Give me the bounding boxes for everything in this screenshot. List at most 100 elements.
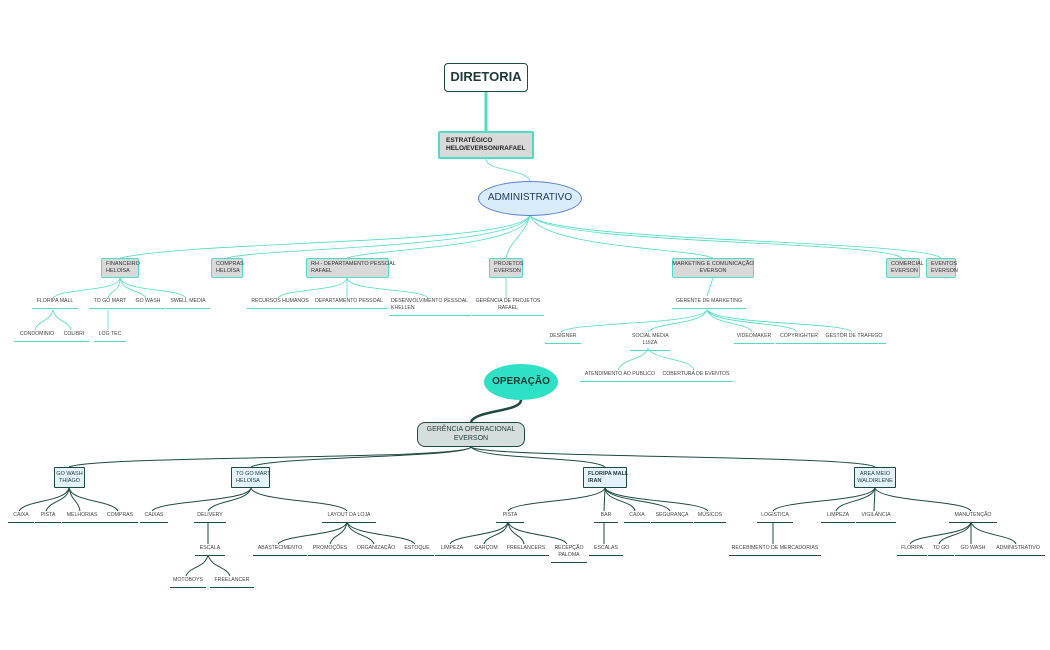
comercial-title: COMERCIAL <box>891 261 924 268</box>
area-logistica[interactable]: LOGÍSTICA <box>757 512 793 523</box>
floripa-freelancers[interactable]: FREELANCERS <box>503 545 549 556</box>
gowash-compras[interactable]: COMPRAS <box>102 512 138 523</box>
eventos-owner: EVERSON <box>931 268 958 274</box>
rh-node[interactable]: RH - DEPARTAMENTO PESSOAL RAFAEL <box>306 258 396 278</box>
area-togo[interactable]: TO GO <box>928 545 954 556</box>
floripa-musicos[interactable]: MÚSICOS <box>694 512 726 523</box>
marketing-owner: EVERSON <box>699 268 727 274</box>
gowash-melhorias[interactable]: MELHORIAS <box>62 512 102 523</box>
mkt-designer[interactable]: DESIGNER <box>545 333 581 344</box>
projetos-owner: EVERSON <box>494 268 521 274</box>
rh-departamento-pessoal[interactable]: DEPARTAMENTO PESSOAL <box>311 298 387 309</box>
floripa-caixa[interactable]: CAIXA <box>624 512 650 523</box>
floripa-pista[interactable]: PISTA <box>496 512 524 523</box>
fin-colibri[interactable]: COLIBRI <box>59 331 89 342</box>
fin-condominio[interactable]: CONDOMINIO <box>14 331 60 342</box>
rh-desenvolvimento-pessoal[interactable]: DESENVOLVIMENTO PESSOAL KHELLEN <box>389 298 471 316</box>
op-togo-node[interactable]: TO GO MART HELOÍSA <box>231 467 271 488</box>
fin-to-go-mart[interactable]: TO GO MART <box>89 298 131 309</box>
op-gowash-title: GO WASH <box>56 470 83 477</box>
op-gowash-owner: THIAGO <box>58 477 81 484</box>
eventos-title: EVENTOS <box>931 261 958 268</box>
fin-go-wash[interactable]: GO WASH <box>131 298 165 309</box>
area-recebimento[interactable]: RECEBIMENTO DE MERCADORIAS <box>729 545 821 556</box>
op-floripa-title: FLORIPA MALL <box>588 470 629 477</box>
mkt-social-media[interactable]: SOCIAL MEDIA LUIZA <box>630 333 670 351</box>
togo-layout[interactable]: LAYOUT DA LOJA <box>322 512 376 523</box>
op-togo-title: TO GO MART <box>236 470 271 477</box>
rh-title: RH - DEPARTAMENTO PESSOAL <box>311 261 396 268</box>
mkt-atendimento[interactable]: ATENDIMENTO AO PUBLICO <box>580 371 660 382</box>
op-floripa-node[interactable]: FLORIPA MALL IRAN <box>583 467 629 488</box>
area-limpeza[interactable]: LIMPEZA <box>821 512 855 523</box>
rh-recursos-humanos[interactable]: RECURSOS HUMANOS <box>247 298 313 309</box>
rh-desenvolvimento-owner: KHELLEN <box>391 304 415 311</box>
mkt-social-title: SOCIAL MEDIA <box>632 333 669 339</box>
gerencia-title: GERÊNCIA OPERACIONAL <box>426 425 516 433</box>
op-area-meio-node[interactable]: AREA MEIO WALDIRLENE <box>854 467 896 488</box>
mkt-videomaker[interactable]: VIDEOMAKER <box>734 333 774 344</box>
togo-organizacao[interactable]: ORGANIZAÇÃO <box>352 545 400 556</box>
togo-motoboys[interactable]: MOTOBOYS <box>170 577 206 588</box>
op-togo-owner: HELOÍSA <box>236 477 260 484</box>
fin-log-tec[interactable]: LOG TEC <box>94 331 126 342</box>
togo-delivery[interactable]: DELIVERY <box>194 512 226 523</box>
gowash-pista[interactable]: PISTA <box>35 512 61 523</box>
gerencia-operacional-node[interactable]: GERÊNCIA OPERACIONAL EVERSON <box>417 422 525 447</box>
gowash-caixa[interactable]: CAIXA <box>8 512 34 523</box>
mkt-cobertura[interactable]: COBERTURA DE EVENTOS <box>659 371 733 382</box>
marketing-node[interactable]: MARKETING E COMUNICAÇÃO EVERSON <box>672 258 754 278</box>
floripa-garcom[interactable]: GARÇOM <box>469 545 503 556</box>
comercial-owner: EVERSON <box>891 268 918 274</box>
fin-swell-media[interactable]: SWELL MEDIA <box>166 298 210 309</box>
diretoria-node[interactable]: DIRETORIA <box>444 63 528 92</box>
floripa-bar[interactable]: BAR <box>594 512 618 523</box>
floripa-limpeza[interactable]: LIMPEZA <box>435 545 469 556</box>
togo-caixas[interactable]: CAIXAS <box>140 512 168 523</box>
fin-floripa-mall[interactable]: FLORIPA MALL <box>32 298 78 309</box>
diretoria-label: DIRETORIA <box>450 69 522 85</box>
area-administrativo[interactable]: ADMINISTRATIVO <box>991 545 1045 556</box>
op-gowash-node[interactable]: GO WASH THIAGO <box>54 467 85 488</box>
floripa-recepcao[interactable]: RECEPÇÃO PALOMA <box>551 545 587 563</box>
area-gowash[interactable]: GO WASH <box>955 545 991 556</box>
financeiro-node[interactable]: FINANCEIRO HELOÍSA <box>101 258 140 278</box>
floripa-recepcao-title: RECEPÇÃO <box>554 545 584 551</box>
compras-title: COMPRAS <box>216 261 244 268</box>
togo-freelancer[interactable]: FREELANCER <box>210 577 254 588</box>
estrategico-names: HELO/EVERSON/RAFAEL <box>446 145 526 152</box>
op-area-title: AREA MEIO <box>859 470 891 477</box>
togo-promocoes[interactable]: PROMOÇÕES <box>308 545 352 556</box>
gerencia-owner: EVERSON <box>453 434 489 442</box>
administrativo-label: ADMINISTRATIVO <box>487 192 573 204</box>
comercial-node[interactable]: COMERCIAL EVERSON <box>886 258 924 278</box>
operacao-node[interactable]: OPERAÇÃO <box>484 364 558 400</box>
mkt-gerente[interactable]: GERENTE DE MARKETING <box>672 298 746 309</box>
area-floripa[interactable]: FLORIPA <box>897 545 927 556</box>
mkt-copywriter[interactable]: COPYRIGHTER <box>776 333 822 344</box>
area-manutencao[interactable]: MANUTENÇÃO <box>949 512 997 523</box>
projetos-gerencia-title: GERÊNCIA DE PROJETOS <box>475 298 541 304</box>
rh-owner: RAFAEL <box>311 268 333 274</box>
compras-node[interactable]: COMPRAS HELOÍSA <box>211 258 244 278</box>
togo-estoque[interactable]: ESTOQUE <box>400 545 434 556</box>
operacao-label: OPERAÇÃO <box>492 375 550 387</box>
mkt-gestor-trafego[interactable]: GESTOR DE TRÁFEGO <box>822 333 886 344</box>
op-floripa-owner: IRAN <box>588 477 602 484</box>
estrategico-node[interactable]: ESTRATÉGICO HELO/EVERSON/RAFAEL <box>438 131 534 159</box>
projetos-node[interactable]: PROJETOS EVERSON <box>489 258 524 278</box>
floripa-recepcao-owner: PALOMA <box>558 551 580 558</box>
projetos-gerencia[interactable]: GERÊNCIA DE PROJETOS RAFAEL <box>472 298 544 316</box>
financeiro-title: FINANCEIRO <box>106 261 140 268</box>
floripa-seguranca[interactable]: SEGURANÇA <box>651 512 693 523</box>
eventos-node[interactable]: EVENTOS EVERSON <box>926 258 958 278</box>
area-vigilancia[interactable]: VIGILÂNCIA <box>856 512 896 523</box>
mkt-social-owner: LUIZA <box>642 339 658 346</box>
togo-escala[interactable]: ESCALA <box>195 545 225 556</box>
floripa-escalas[interactable]: ESCALAS <box>589 545 623 556</box>
marketing-title: MARKETING E COMUNICAÇÃO <box>672 261 754 268</box>
togo-abastecimento[interactable]: ABASTECIMENTO <box>253 545 307 556</box>
administrativo-node[interactable]: ADMINISTRATIVO <box>478 181 582 216</box>
